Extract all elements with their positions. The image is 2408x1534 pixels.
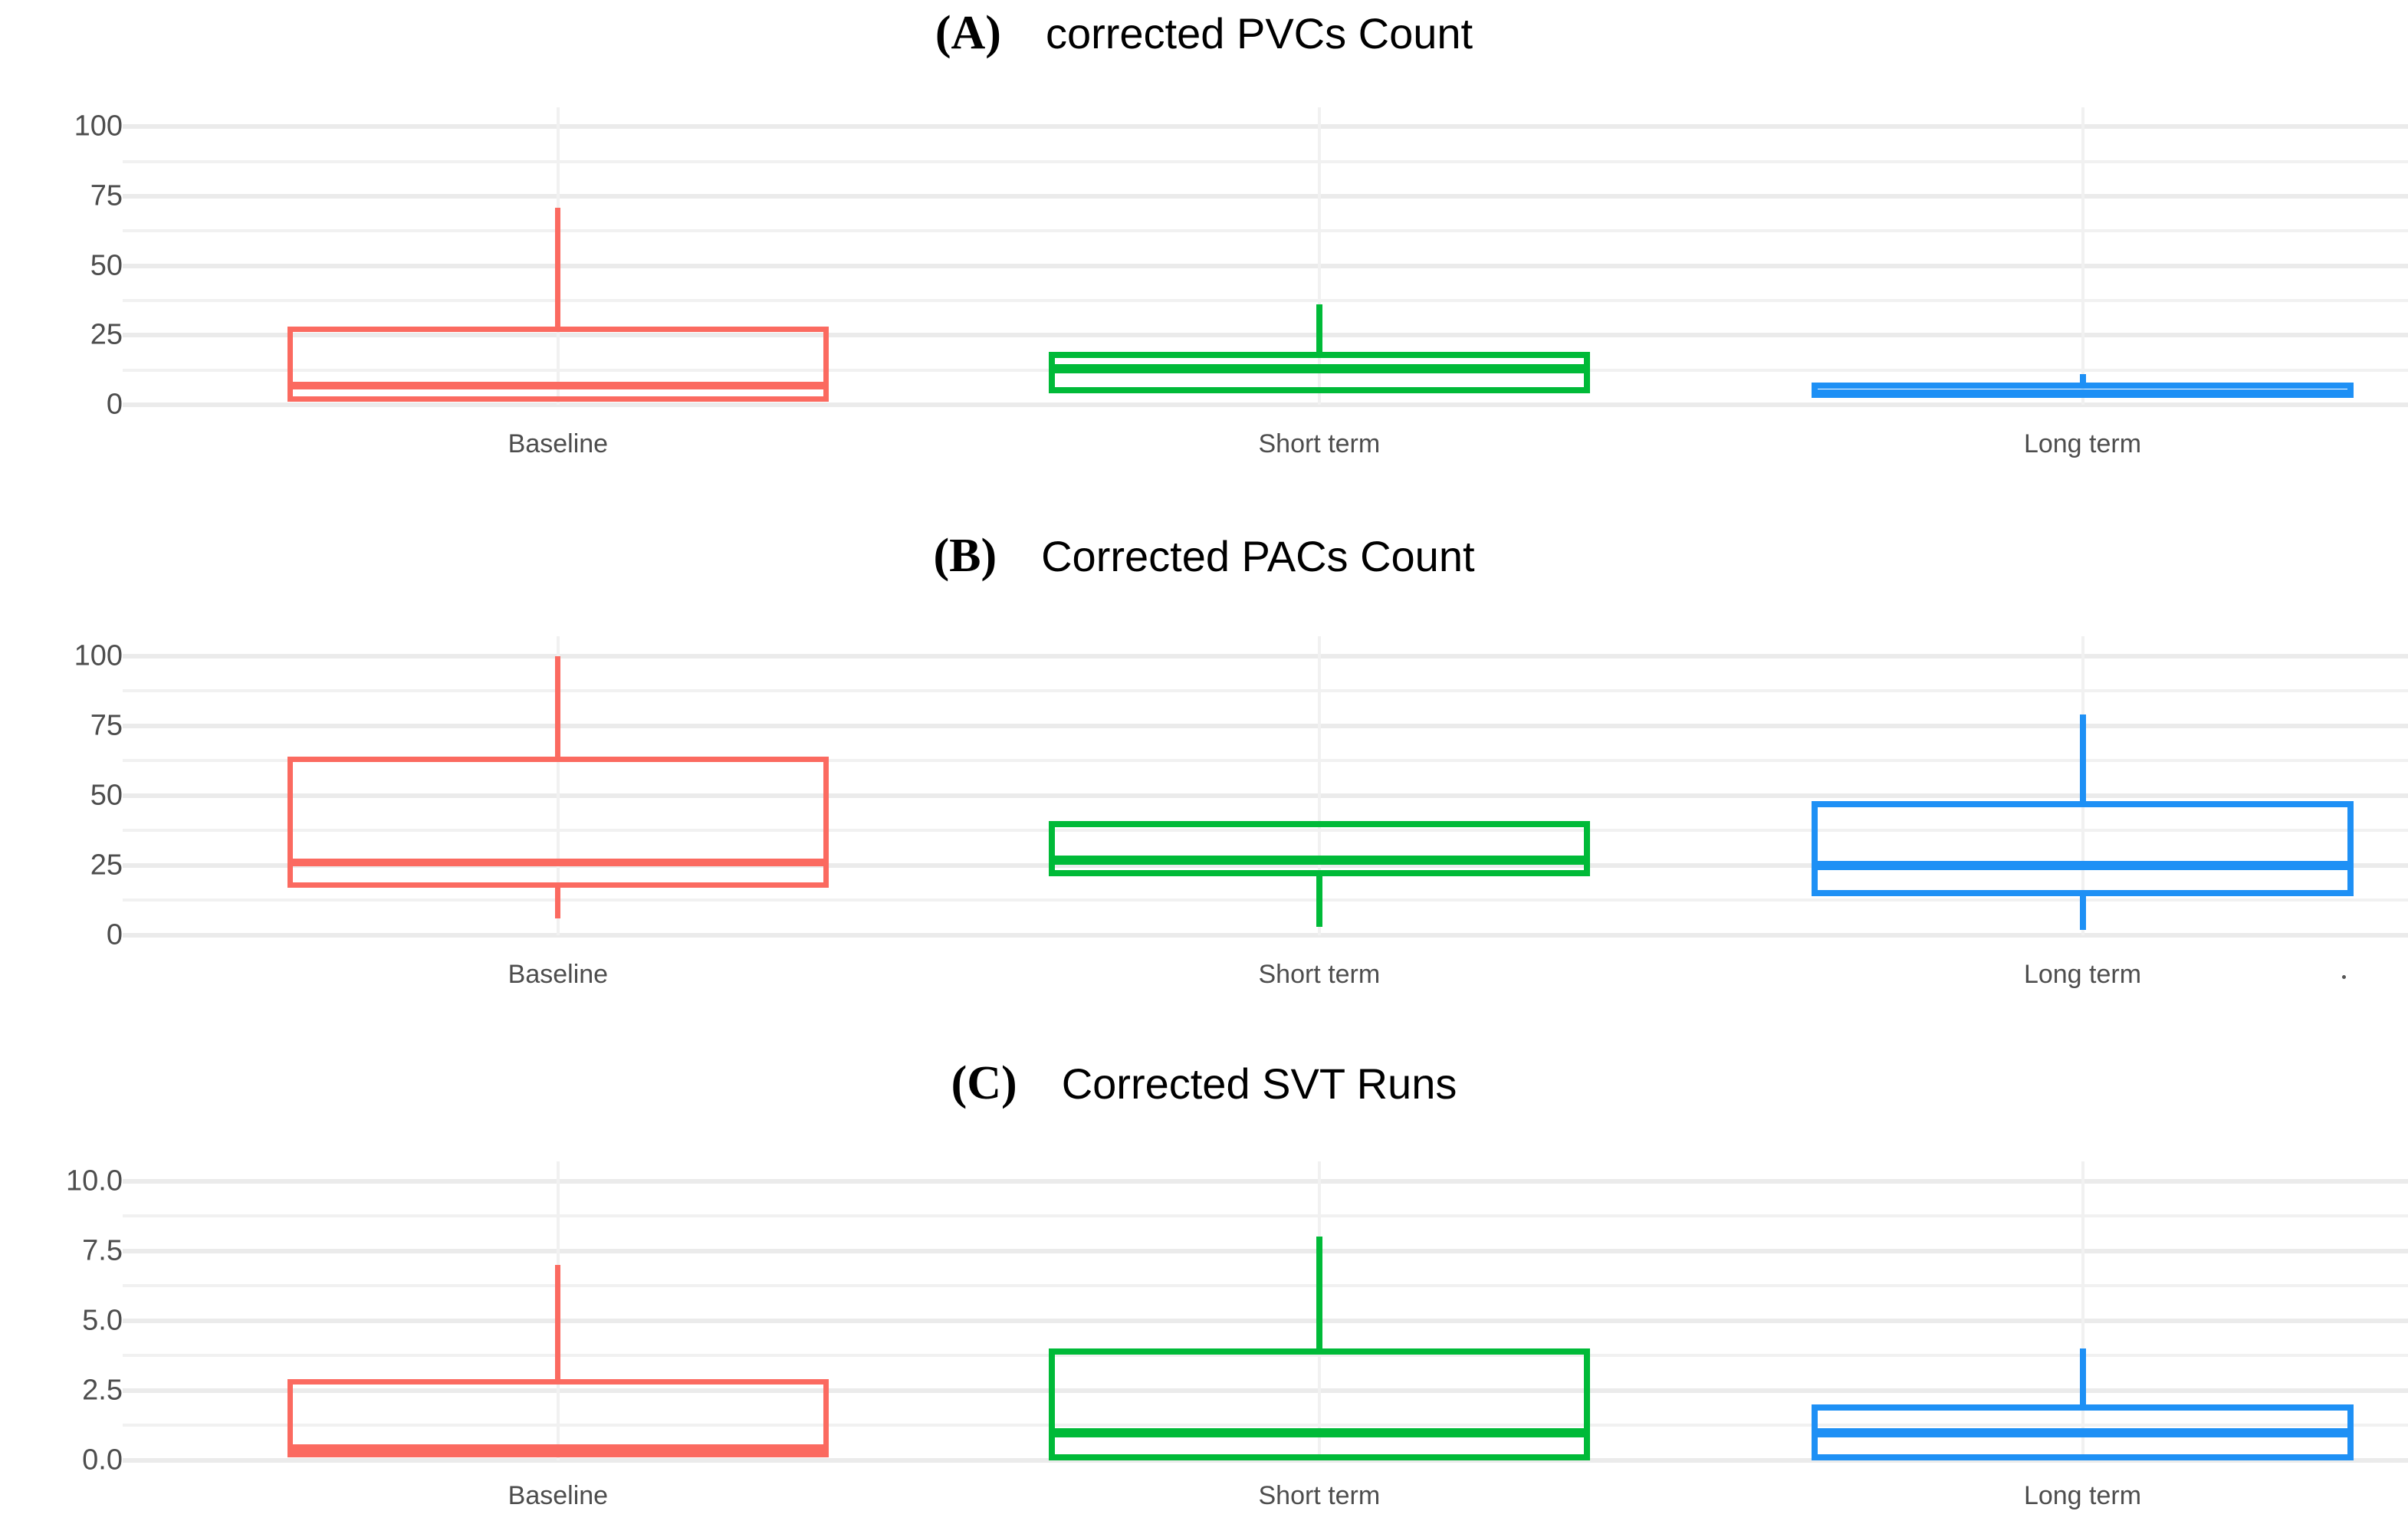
plot-area [123,1161,2408,1463]
y-axis-tick-label: 75 [90,709,123,742]
gridline-minor [123,759,2408,763]
gridline-major [123,1178,2408,1184]
boxplot-whisker-upper [555,1264,561,1380]
boxplot-whisker-upper [555,655,561,757]
x-axis-tick-label: Long term [2023,960,2142,989]
y-axis-tick-label: 7.5 [82,1234,123,1267]
boxplot-whisker-upper [2079,374,2086,383]
gridline-major [123,653,2408,659]
y-axis-tick-label: 25 [90,318,123,351]
y-axis-tick-label: 0.0 [82,1444,123,1477]
gridline-major [123,793,2408,798]
panel-title-row-c: (C) Corrected SVT Runs [0,1056,2408,1111]
boxplot-whisker-upper [555,207,561,327]
boxplot-box [1812,801,2354,896]
boxplot-whisker-lower [555,888,561,919]
y-axis-tick-label: 0 [106,918,123,951]
gridline-minor [123,829,2408,833]
y-axis-tick-label: 100 [74,110,123,143]
gridline-major [123,1318,2408,1323]
boxplot-median-line [1048,1427,1591,1437]
boxplot-median-line [1048,364,1591,373]
gridline-major [123,862,2408,868]
x-axis-tick-label: Baseline [508,960,609,989]
boxplot-median-line [1812,1427,2354,1437]
boxplot-median-line [1048,855,1591,865]
x-axis-tick-label: Short term [1258,960,1381,989]
boxplot-box [287,756,829,889]
panel-letter: (A) [935,7,1001,59]
gridline-major [123,1458,2408,1463]
gridline-minor [123,1214,2408,1218]
panel-title-row-a: (A) corrected PVCs Count [0,6,2408,61]
gridline-major [123,124,2408,130]
x-axis-tick-label: Baseline [508,1481,609,1510]
x-axis-tick-label: Short term [1258,429,1381,458]
gridline-vertical [556,636,560,935]
panel-letter: (B) [933,530,997,582]
gridline-minor [123,1354,2408,1358]
boxplot-box [1048,820,1591,877]
boxplot-whisker-upper [1316,1237,1322,1349]
gridline-major [123,1248,2408,1253]
panel-title: Corrected PACs Count [1041,532,1475,580]
boxplot-median-line [287,381,829,389]
boxplot-whisker-upper [2079,714,2086,802]
plot-area [123,107,2408,407]
y-axis-tick-label: 10.0 [66,1164,123,1197]
boxplot-whisker-lower [2079,895,2086,930]
y-axis-tick-label: 100 [74,639,123,672]
boxplot-box [287,327,829,402]
gridline-minor [123,1284,2408,1288]
boxplot-whisker-upper [1316,304,1322,353]
y-axis-tick-label: 75 [90,179,123,212]
gridline-minor [123,1424,2408,1427]
gridline-minor [123,689,2408,693]
boxplot-median-line [1812,861,2354,870]
gridline-minor [123,159,2408,163]
gridline-major [123,402,2408,407]
panel-title-row-b: (B) Corrected PACs Count [0,529,2408,583]
panel-letter: (C) [951,1057,1017,1109]
gridline-vertical [2081,107,2084,405]
y-axis: 0 25 50 75 100 [0,107,123,421]
gridline-vertical [1317,636,1321,935]
gridline-vertical [1317,107,1321,405]
y-axis: 0 25 50 75 100 [0,636,123,951]
y-axis-tick-label: 2.5 [82,1374,123,1407]
gridline-major [123,1388,2408,1393]
y-axis-tick-label: 50 [90,779,123,812]
x-axis-tick-label: Long term [2023,1481,2142,1510]
gridline-major [123,263,2408,268]
gridline-minor [123,299,2408,303]
gridline-major [123,333,2408,338]
boxplot-box [287,1379,829,1458]
y-axis-tick-label: 5.0 [82,1304,123,1337]
y-axis: 0.0 2.5 5.0 7.5 10.0 [0,1161,123,1477]
x-axis-tick-label: Baseline [508,429,609,458]
y-axis-tick-label: 50 [90,249,123,282]
panel-title: Corrected SVT Runs [1061,1059,1457,1108]
gridline-major [123,194,2408,199]
boxplot-median-line [1812,389,2354,399]
gridline-minor [123,898,2408,902]
gridline-vertical [2081,1161,2084,1460]
boxplot-whisker-upper [2079,1348,2086,1405]
boxplot-median-line [287,1444,829,1452]
boxplot-whisker-lower [1316,876,1322,928]
gridline-major [123,933,2408,938]
plot-area [123,636,2408,938]
stray-mark [2342,975,2346,979]
x-axis-tick-label: Long term [2023,429,2142,458]
boxplot-median-line [287,859,829,867]
boxplot-box [1048,1348,1591,1460]
y-axis-tick-label: 25 [90,849,123,882]
gridline-major [123,723,2408,728]
gridline-minor [123,229,2408,233]
panel-title: corrected PVCs Count [1045,9,1473,57]
y-axis-tick-label: 0 [106,388,123,421]
x-axis-tick-label: Short term [1258,1481,1381,1510]
